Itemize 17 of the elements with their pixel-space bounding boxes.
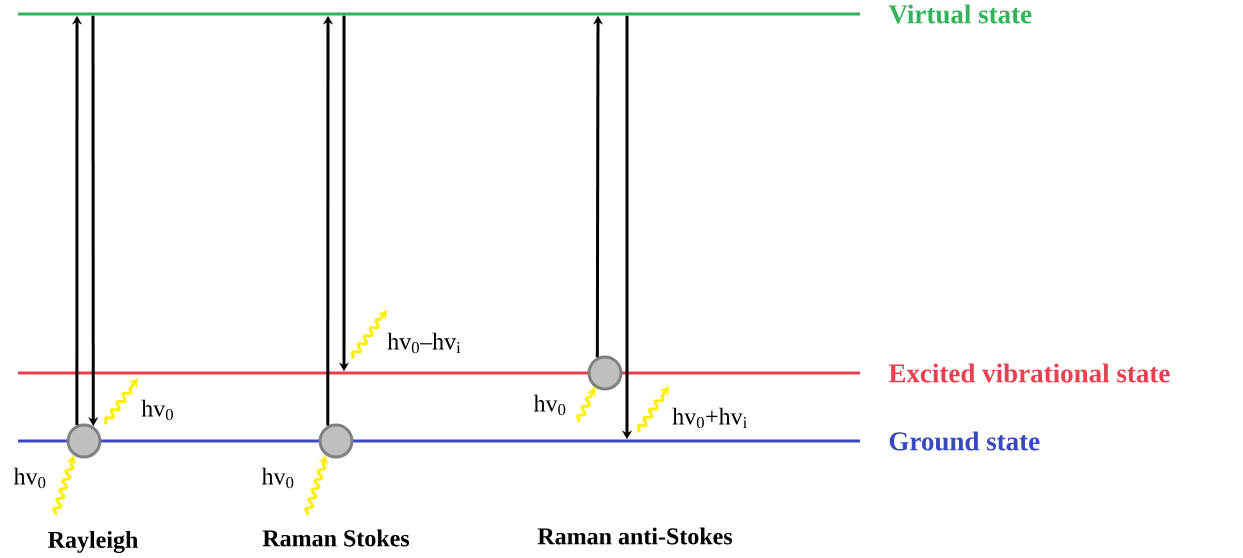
process-title: Raman Stokes	[262, 529, 410, 547]
molecule-circle	[66, 423, 102, 459]
photon-energy-label: hv$_{0}$	[141, 399, 173, 421]
photon-energy-label: hv$_{0}$+hv$_{i}$	[672, 407, 747, 429]
node-label: Ground state	[889, 431, 1040, 451]
molecule-circle	[587, 355, 623, 391]
node-label: Virtual state	[888, 4, 1032, 24]
molecule-circle	[318, 423, 354, 459]
energy-level: Virtual state	[18, 4, 1032, 24]
process-title: Raman anti-Stokes	[537, 527, 733, 545]
energy-level: Ground state	[18, 431, 1040, 451]
photon-energy-label: hv$_{0}$	[533, 394, 566, 416]
photon-energy-label: hv$_{0}$	[261, 467, 294, 489]
energy-level: Excited vibrational state	[18, 363, 1170, 383]
process-title: Rayleigh	[48, 531, 138, 553]
photon-energy-label: hv$_{0}$	[13, 467, 46, 489]
node-label: Excited vibrational state	[888, 363, 1170, 383]
